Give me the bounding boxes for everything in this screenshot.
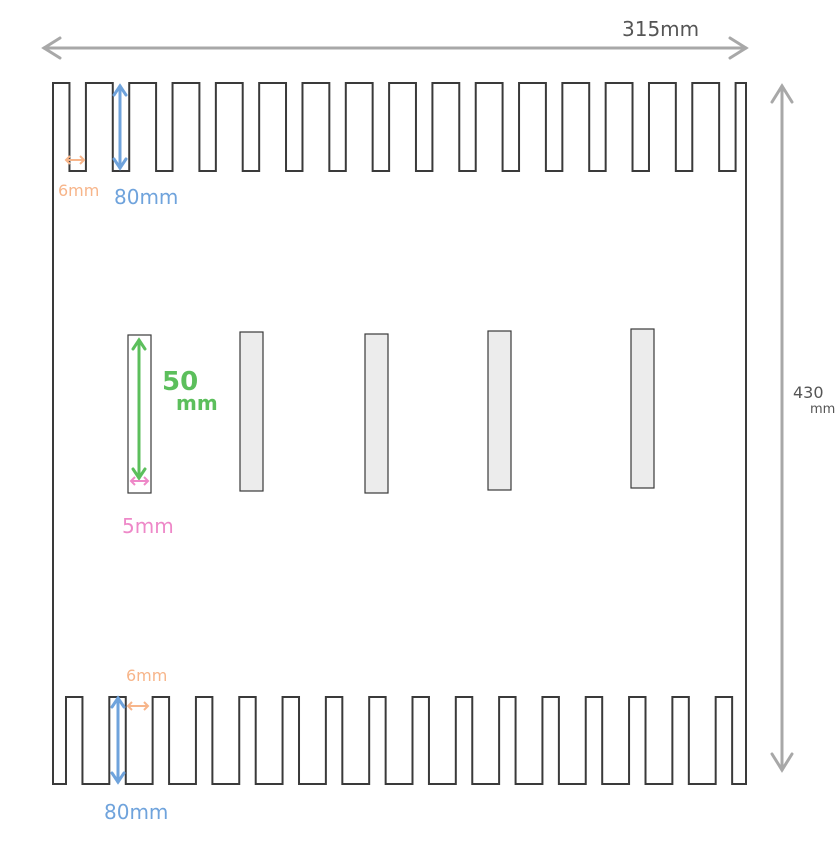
slot-4 xyxy=(487,330,512,491)
slot-length-arrow xyxy=(131,337,147,481)
top-slot-width-label: 6mm xyxy=(58,181,99,200)
slot-5 xyxy=(630,328,655,489)
slot-group xyxy=(127,328,655,494)
top-slot-width-arrow xyxy=(64,155,86,165)
bottom-slot-width-arrow xyxy=(126,701,150,711)
height-dimension xyxy=(770,83,794,773)
bottom-slot-depth-arrow xyxy=(110,695,126,785)
slot-length-value-label: 50 xyxy=(162,367,198,397)
slot-3 xyxy=(364,333,389,494)
height-value-label: 430 xyxy=(793,383,824,402)
slot-2 xyxy=(239,331,264,492)
bottom-slot-depth-label: 80mm xyxy=(104,800,168,824)
slot-width-arrow xyxy=(129,476,150,486)
top-slot-depth-arrow xyxy=(112,83,128,171)
bottom-slot-width-label: 6mm xyxy=(126,666,167,685)
width-dimension xyxy=(41,36,749,60)
panel-outline xyxy=(52,82,747,785)
top-slot-depth-label: 80mm xyxy=(114,185,178,209)
slot-length-unit-label: mm xyxy=(176,391,218,415)
width-label: 315mm xyxy=(622,17,699,41)
height-unit-label: mm xyxy=(810,402,835,417)
slot-width-label: 5mm xyxy=(122,514,174,538)
slot-1 xyxy=(127,334,152,494)
